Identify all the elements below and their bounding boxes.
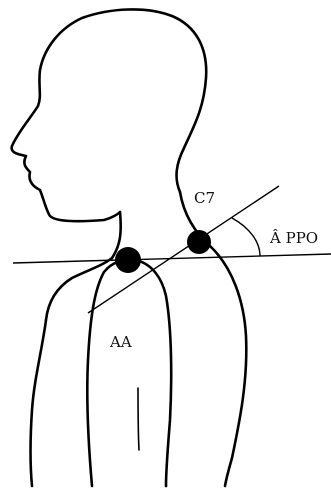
horizontal-reference-line <box>13 254 331 263</box>
aa-label: AA <box>109 333 132 351</box>
c7-marker <box>187 230 211 254</box>
c7-label: C7 <box>194 189 215 207</box>
aa-marker <box>115 247 141 273</box>
angle-arc <box>232 218 260 256</box>
arm-outline <box>87 260 171 487</box>
angle-label: Â PPO <box>269 229 318 247</box>
fold-line <box>138 388 139 450</box>
chest-outline <box>31 320 47 486</box>
head-outline <box>12 9 207 221</box>
